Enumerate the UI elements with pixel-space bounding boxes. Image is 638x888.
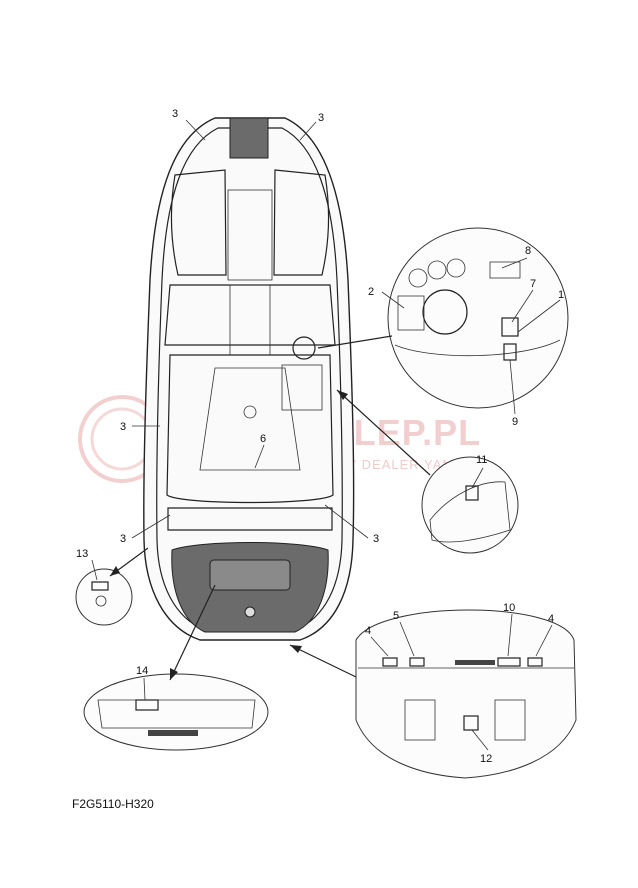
arrow-to-dashboard xyxy=(317,335,393,349)
rear-hatch-lid xyxy=(97,699,256,729)
bow-hatch xyxy=(229,117,269,159)
boat-hull xyxy=(143,117,355,641)
callout-2: 2 xyxy=(368,286,374,298)
gauge-2 xyxy=(427,260,447,280)
transom-fitting xyxy=(95,595,107,607)
front-right-seat xyxy=(273,169,330,276)
arrow-to-rear-hatch xyxy=(169,584,216,681)
leader-13 xyxy=(91,559,98,581)
rear-hatch-detail-ellipse xyxy=(83,673,269,751)
drain-plug xyxy=(243,405,257,419)
callout-6: 6 xyxy=(260,433,266,445)
leader-lines xyxy=(91,119,561,751)
platform-hatch xyxy=(209,559,291,591)
leader-6 xyxy=(254,444,265,469)
leader-3-lower-right xyxy=(324,504,369,539)
dash-label-8 xyxy=(489,261,521,279)
transom-label-13 xyxy=(91,581,109,591)
leader-8 xyxy=(501,257,528,269)
rear-cockpit xyxy=(166,354,334,504)
callout-4-left: 4 xyxy=(365,625,371,637)
arrow-head-helm-side xyxy=(337,390,348,400)
stern-drive-left xyxy=(404,699,436,741)
dashboard-detail-circle xyxy=(387,227,569,409)
leader-5 xyxy=(399,621,415,657)
detail-rear-hatch xyxy=(83,673,269,751)
callout-12: 12 xyxy=(480,753,492,765)
callouts: 3 3 3 3 3 6 8 7 2 1 9 11 13 14 4 5 10 4 … xyxy=(76,108,564,765)
callout-11: 11 xyxy=(476,454,487,466)
leader-3-top-left xyxy=(185,119,206,141)
helm-side-panel xyxy=(429,481,511,543)
stern-detail-shape xyxy=(355,609,577,779)
stern-label-10 xyxy=(497,657,521,667)
leader-2 xyxy=(381,291,405,309)
leader-3-top-right xyxy=(299,121,317,141)
rear-cockpit-floor xyxy=(199,367,301,471)
callout-5: 5 xyxy=(393,610,399,622)
callout-1: 1 xyxy=(558,289,564,301)
arrow-head-rear-hatch xyxy=(170,668,178,680)
stern-badge xyxy=(455,660,495,665)
callout-3-top-right: 3 xyxy=(318,112,324,124)
arrow-to-helm-side xyxy=(336,389,431,476)
callout-3-lower-right: 3 xyxy=(373,533,379,545)
callout-7: 7 xyxy=(530,278,536,290)
leader-12 xyxy=(471,729,489,751)
gauge-1 xyxy=(408,268,428,288)
stern-drive-right xyxy=(494,699,526,741)
callout-13: 13 xyxy=(76,548,88,560)
callout-3-top-left: 3 xyxy=(172,108,178,120)
detail-transom-label xyxy=(75,568,133,626)
detail-stern xyxy=(355,609,577,779)
helm-side-label-11 xyxy=(465,485,479,501)
callout-3-lower-left: 3 xyxy=(120,533,126,545)
callout-10: 10 xyxy=(503,602,515,614)
leader-1 xyxy=(517,299,561,333)
gauge-3 xyxy=(446,258,466,278)
steering-wheel xyxy=(292,336,316,360)
callout-9: 9 xyxy=(512,416,518,428)
center-console-front xyxy=(227,189,273,281)
leader-10 xyxy=(507,613,513,657)
callout-3-mid-left: 3 xyxy=(120,421,126,433)
leader-7 xyxy=(511,289,534,323)
front-left-seat xyxy=(170,169,227,276)
switch-panel xyxy=(397,295,425,331)
dash-steering-wheel xyxy=(422,289,468,335)
stern-label-12 xyxy=(463,715,479,731)
stern-label-5 xyxy=(409,657,425,667)
leader-11 xyxy=(471,467,484,489)
stern-label-4-left xyxy=(382,657,398,667)
arrow-head-stern xyxy=(290,645,302,653)
rear-hatch-label-14 xyxy=(135,699,159,711)
detail-helm-side xyxy=(421,456,519,554)
hull-outline xyxy=(143,117,355,641)
leader-3-lower-left xyxy=(131,514,171,539)
tow-eye xyxy=(244,606,256,618)
detail-dashboard xyxy=(387,227,569,409)
transom xyxy=(167,507,333,531)
dash-panel-edge xyxy=(394,339,561,357)
callout-8: 8 xyxy=(525,245,531,257)
leader-4-left xyxy=(370,636,389,657)
leader-9 xyxy=(509,359,516,415)
dash-label-7 xyxy=(501,317,519,337)
helm-seat xyxy=(281,364,323,411)
drawing-code: F2G5110-H320 xyxy=(72,797,154,811)
callout-14: 14 xyxy=(136,665,148,677)
leader-4-right xyxy=(535,624,553,657)
stern-label-4-right xyxy=(527,657,543,667)
rear-hatch-badge xyxy=(148,730,198,736)
arrow-to-stern xyxy=(289,644,357,678)
helm-side-detail-circle xyxy=(421,456,519,554)
callout-4-right: 4 xyxy=(548,613,554,625)
arrow-head-transom xyxy=(110,566,120,576)
watermark-logo-inner-icon xyxy=(90,407,154,471)
leader-14 xyxy=(143,677,146,701)
